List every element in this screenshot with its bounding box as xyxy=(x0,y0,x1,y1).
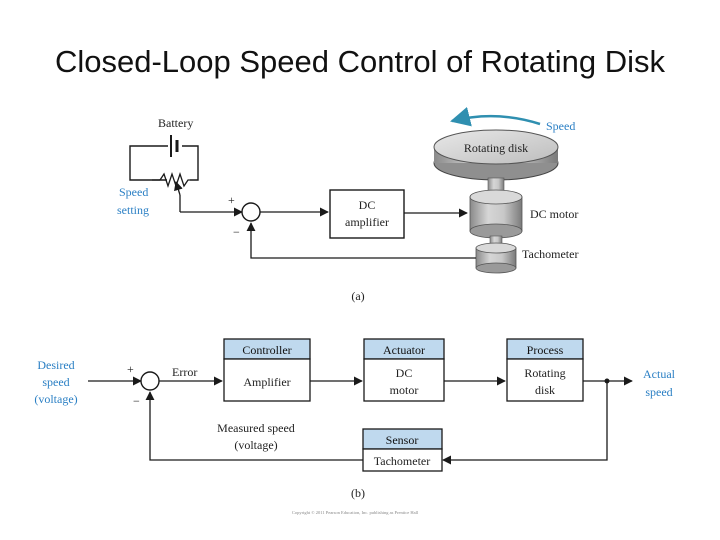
desired-speed-label-line2: speed xyxy=(42,375,69,389)
battery-icon xyxy=(129,135,199,181)
speed-label-a: Speed xyxy=(546,119,575,133)
minus-sign-b: − xyxy=(133,394,140,408)
caption-b: (b) xyxy=(351,486,365,500)
feedback-to-summer-line xyxy=(145,391,363,461)
actuator-body-line2: motor xyxy=(390,383,419,397)
controller-body: Amplifier xyxy=(243,375,290,389)
actuator-block xyxy=(363,338,445,402)
part-a-physical-system: Battery Speed setting + − DC amplifier xyxy=(117,106,578,303)
measured-speed-label-line1: Measured speed xyxy=(217,421,295,435)
desired-speed-label-line1: Desired xyxy=(37,358,74,372)
dc-motor-icon xyxy=(469,189,523,245)
controller-header: Controller xyxy=(242,343,291,357)
potentiometer-wiper-arrow xyxy=(174,181,183,196)
summing-junction-a xyxy=(241,202,261,222)
process-header: Process xyxy=(527,343,564,357)
caption-a: (a) xyxy=(351,289,364,303)
potentiometer-icon xyxy=(152,171,190,212)
rotating-disk-label: Rotating disk xyxy=(464,141,528,155)
process-body-line1: Rotating xyxy=(524,366,565,380)
tachometer-icon xyxy=(475,242,517,274)
plus-sign-b: + xyxy=(127,362,134,376)
process-block xyxy=(506,338,584,402)
tachometer-label-a: Tachometer xyxy=(522,247,578,261)
measured-speed-label-line2: (voltage) xyxy=(234,438,277,452)
feedback-to-sensor-line xyxy=(442,381,608,465)
sensor-body: Tachometer xyxy=(374,454,430,468)
controller-block xyxy=(223,338,311,402)
rotating-disk-icon xyxy=(433,129,559,193)
feedback-wire-a xyxy=(246,222,476,259)
slide-title: Closed-Loop Speed Control of Rotating Di… xyxy=(54,44,665,79)
speed-setting-label-line1: Speed xyxy=(119,185,148,199)
summing-junction-b xyxy=(140,371,160,391)
actuator-body-line1: DC xyxy=(396,366,413,380)
minus-sign-a: − xyxy=(233,225,240,239)
actuator-header: Actuator xyxy=(383,343,425,357)
speed-direction-arrow xyxy=(450,106,541,127)
dc-amplifier-label-line2: amplifier xyxy=(345,215,389,229)
error-label: Error xyxy=(172,365,197,379)
sensor-header: Sensor xyxy=(386,433,419,447)
part-b-block-diagram: Desired speed (voltage) + − Error Contro… xyxy=(34,338,676,500)
dc-amplifier-box xyxy=(329,189,405,239)
actual-speed-label-line2: speed xyxy=(645,385,672,399)
dc-amplifier-label-line1: DC xyxy=(359,198,376,212)
speed-setting-label-line2: setting xyxy=(117,203,149,217)
actual-speed-label-line1: Actual xyxy=(643,367,676,381)
battery-label: Battery xyxy=(158,116,193,130)
dc-motor-label: DC motor xyxy=(530,207,578,221)
desired-speed-label-line3: (voltage) xyxy=(34,392,77,406)
copyright-notice: Copyright © 2011 Pearson Education, Inc.… xyxy=(292,510,419,516)
plus-sign-a: + xyxy=(228,193,235,207)
process-body-line2: disk xyxy=(535,383,555,397)
